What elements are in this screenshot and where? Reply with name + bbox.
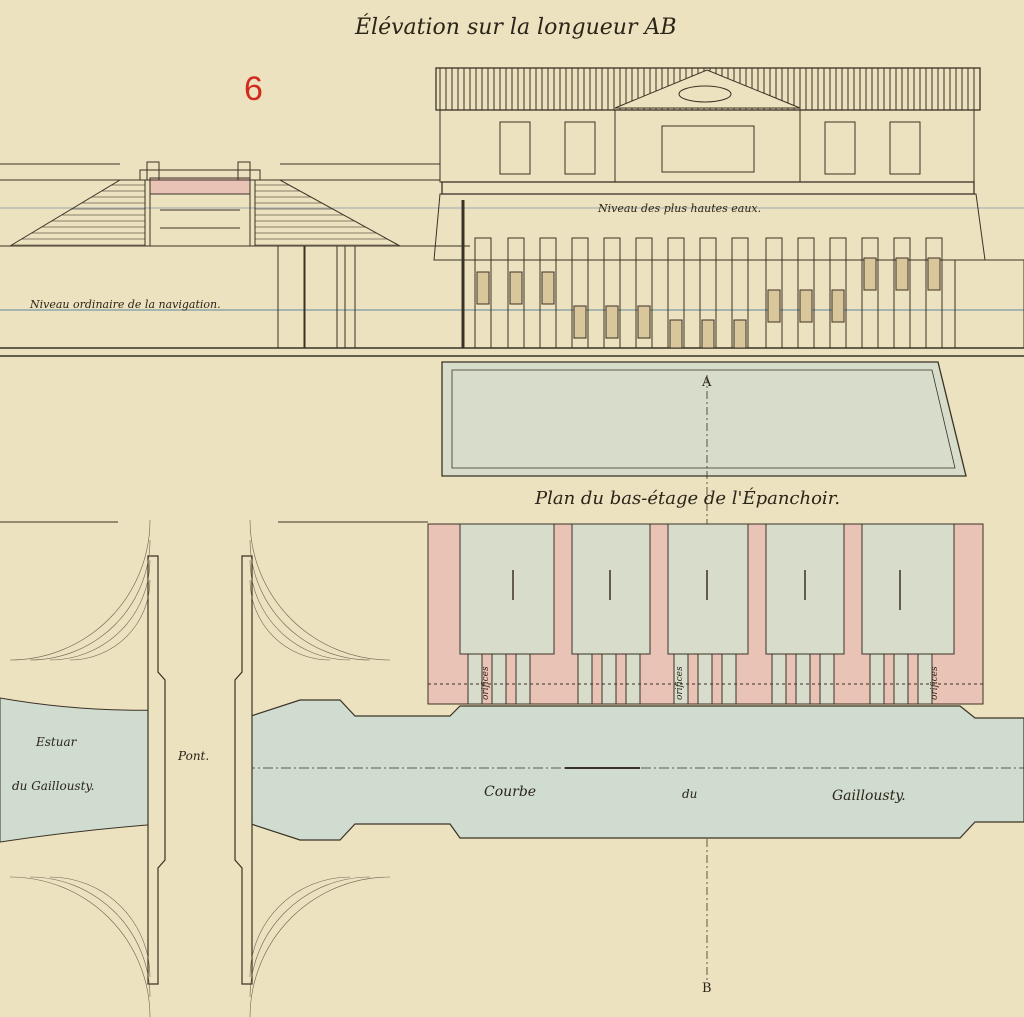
bridge-elevation	[139, 161, 261, 246]
channel-course	[244, 699, 1024, 841]
course-label-2: du	[682, 787, 697, 801]
window	[564, 121, 596, 175]
elevation-title: Élévation sur la longueur AB	[354, 13, 677, 40]
estuary	[0, 697, 161, 843]
orifices-label: orifices	[675, 666, 685, 700]
chamber	[571, 523, 651, 655]
orifices-label: orifices	[930, 666, 940, 700]
step-fans	[0, 519, 428, 1017]
upper-basin	[441, 361, 967, 477]
elevation-view	[0, 67, 1024, 357]
section-marker-b: B	[702, 981, 712, 996]
chamber	[459, 523, 555, 655]
sluice-gates	[461, 200, 943, 349]
course-label-1: Courbe	[484, 784, 536, 800]
estuary-label-2: du Gaillousty.	[12, 779, 94, 793]
spillway-building-elevation	[433, 67, 1024, 349]
right-embankment	[254, 179, 401, 247]
high-water-label: Niveau des plus hautes eaux.	[597, 202, 761, 215]
window	[889, 121, 921, 175]
bridge-plan	[147, 555, 253, 985]
spillway-plan	[427, 523, 984, 705]
pediment	[614, 69, 801, 109]
window	[499, 121, 531, 175]
section-marker-a: A	[701, 375, 712, 390]
ordinary-water-label: Niveau ordinaire de la navigation.	[29, 298, 221, 311]
course-label-3: Gaillousty.	[832, 788, 906, 804]
flow-arrows	[512, 570, 901, 610]
chamber	[667, 523, 749, 655]
central-panel	[661, 125, 755, 173]
plan-title: Plan du bas-étage de l'Épanchoir.	[534, 486, 840, 509]
chamber	[861, 523, 955, 655]
window	[824, 121, 856, 175]
sheet-number: 6	[244, 70, 263, 108]
orifices-label: orifices	[481, 666, 491, 700]
estuary-label-1: Estuar	[35, 735, 78, 749]
bridge-label: Pont.	[177, 749, 209, 763]
